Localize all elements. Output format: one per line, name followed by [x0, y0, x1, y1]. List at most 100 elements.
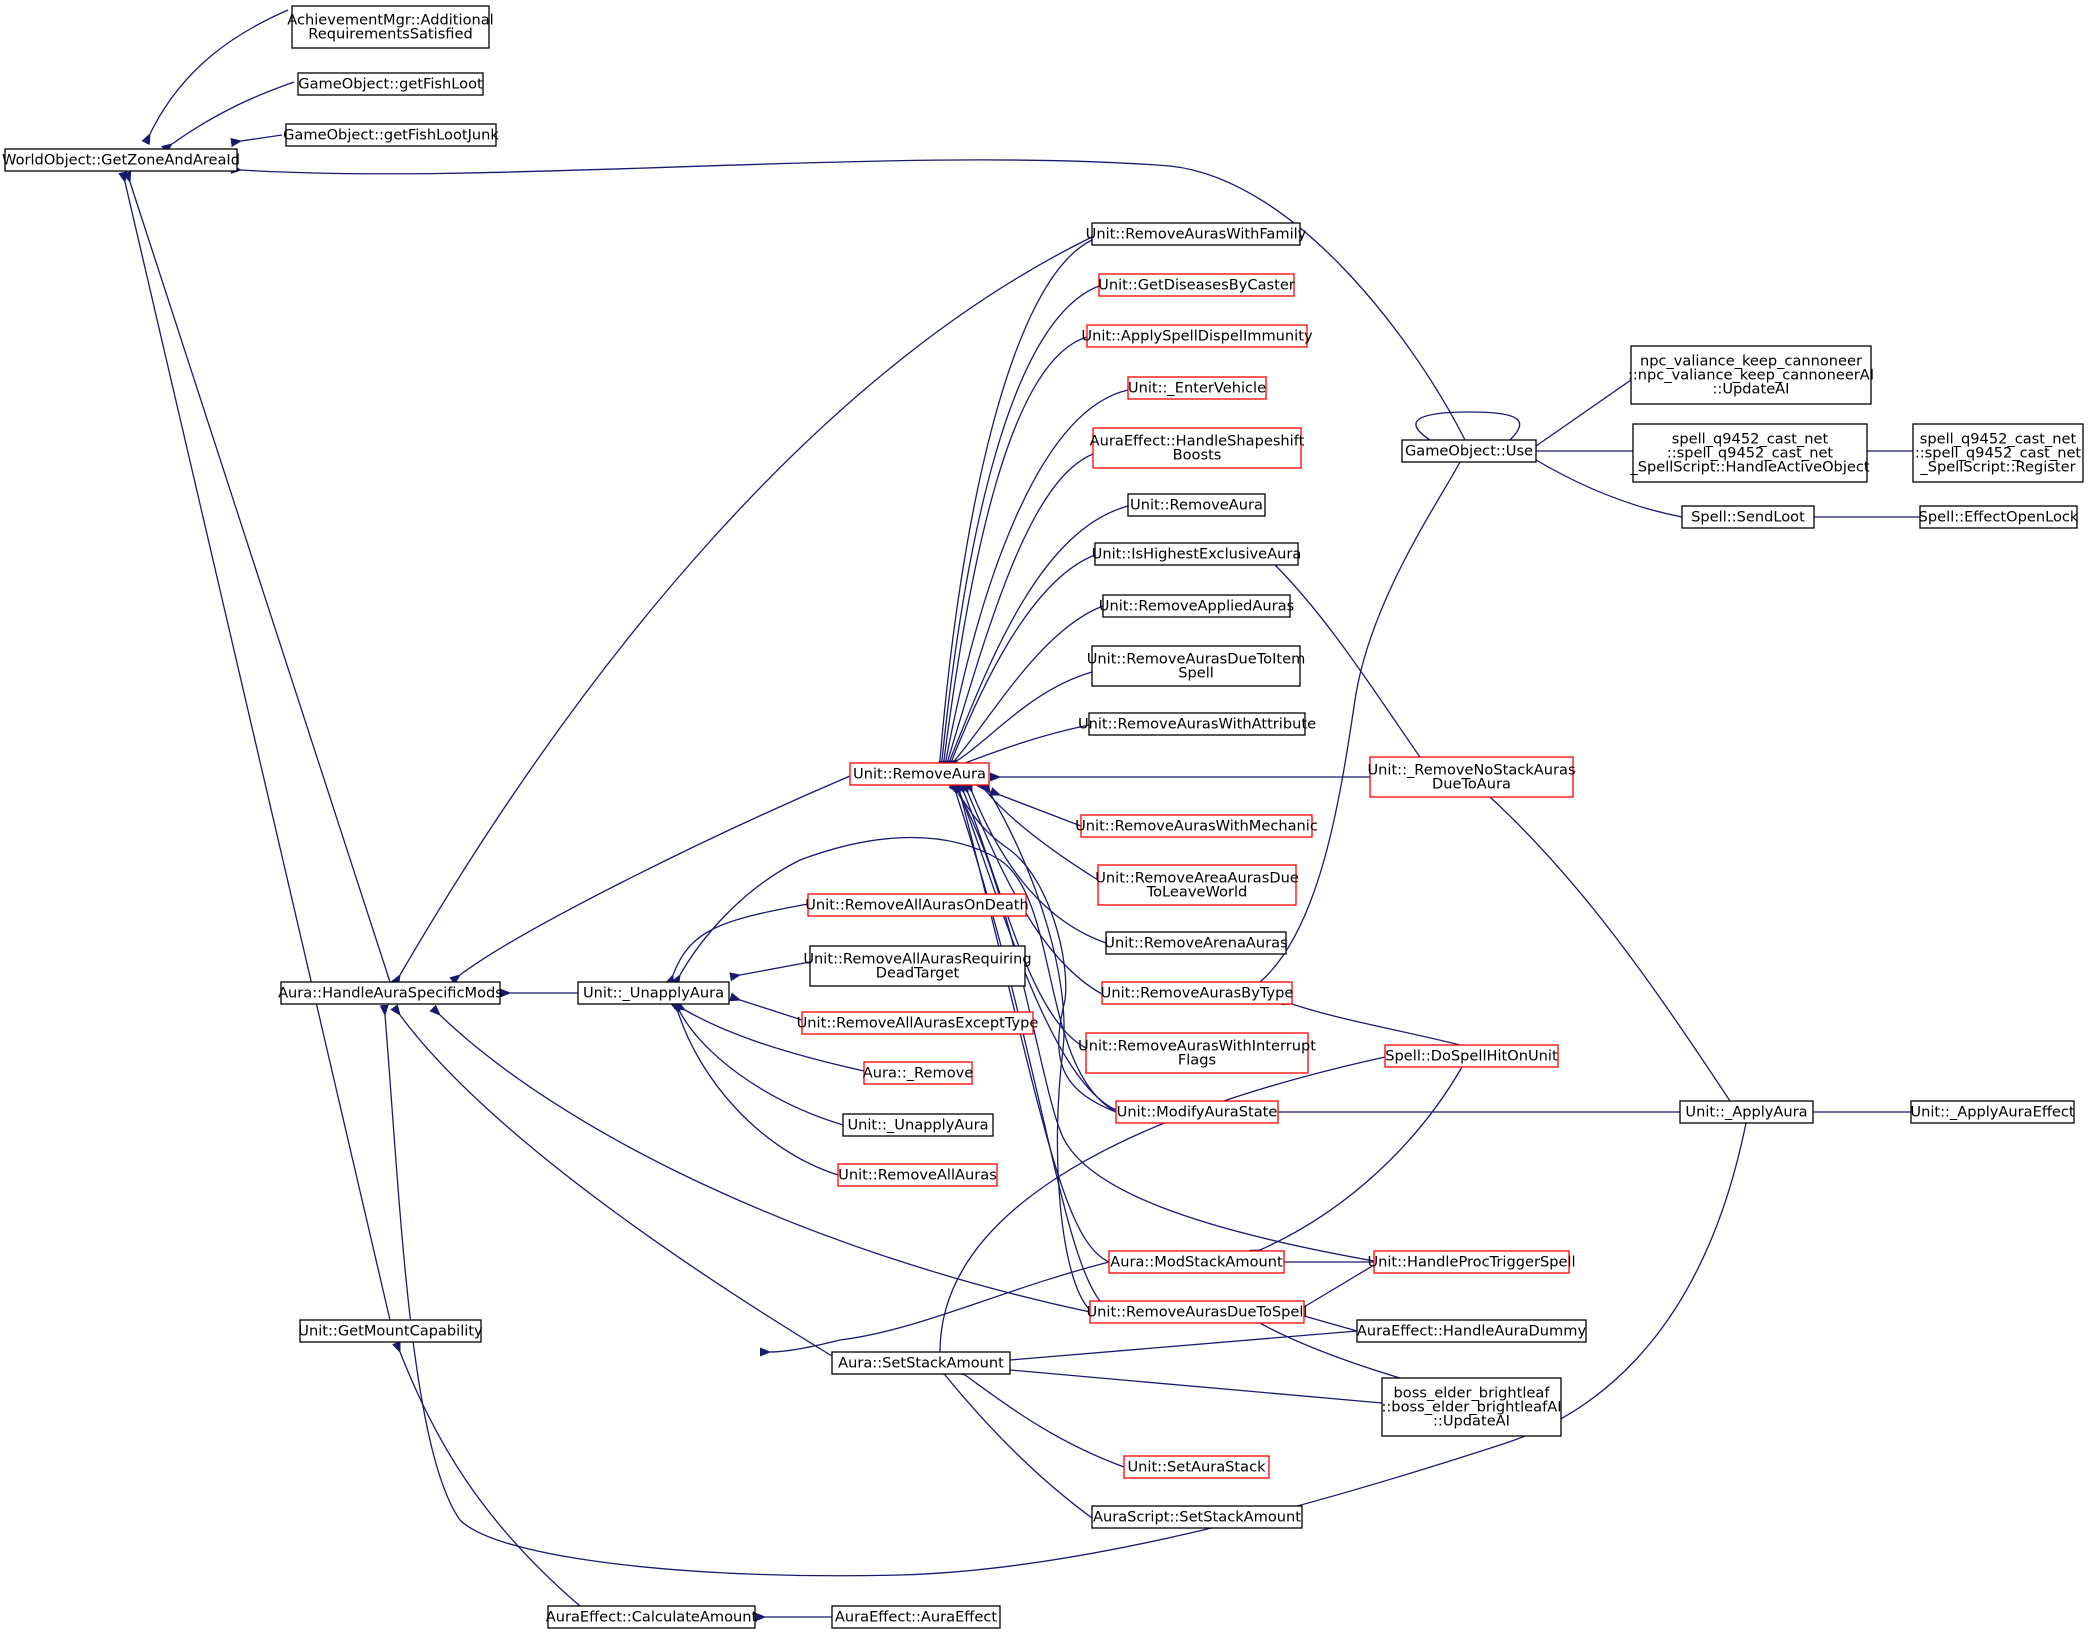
node-setaurastack[interactable]: Unit::SetAuraStack: [1123, 1455, 1270, 1479]
node-box: [801, 1011, 1034, 1035]
node-rm_mechanic[interactable]: Unit::RemoveAurasWithMechanic: [1075, 814, 1318, 838]
edge-from-dospellhit: [1260, 1066, 1463, 1250]
node-auraeffect[interactable]: AuraEffect::AuraEffect: [831, 1605, 1001, 1629]
node-gouse[interactable]: GameObject::Use: [1401, 439, 1537, 463]
node-label: ::spell_q9452_cast_net: [1667, 445, 1834, 462]
node-sendloot[interactable]: Spell::SendLoot: [1681, 505, 1815, 529]
node-fishjunk[interactable]: GameObject::getFishLootJunk: [283, 123, 499, 147]
node-box: [831, 1351, 1011, 1375]
node-rm_arena[interactable]: Unit::RemoveArenaAuras: [1104, 931, 1288, 955]
node-calcamt[interactable]: AuraEffect::CalculateAmount: [546, 1605, 758, 1629]
node-label: Spell::SendLoot: [1691, 509, 1805, 526]
node-label: Unit::_UnapplyAura: [847, 1117, 988, 1134]
node-label: Boosts: [1173, 447, 1222, 464]
node-fishloot[interactable]: GameObject::getFishLoot: [297, 72, 484, 96]
node-procspell[interactable]: Unit::HandleProcTriggerSpell: [1367, 1250, 1576, 1274]
node-label: spell_q9452_cast_net: [1672, 431, 1829, 448]
node-applyauraeffect[interactable]: Unit::_ApplyAuraEffect: [1910, 1100, 2075, 1124]
edge-from-rm_interrupt: [964, 793, 1087, 1049]
node-getdiseases[interactable]: Unit::GetDiseasesByCaster: [1098, 273, 1295, 297]
node-box: [1127, 493, 1266, 517]
edge-from-rm_attr: [965, 724, 1090, 763]
node-box: [285, 123, 497, 147]
node-label: Unit::_RemoveNoStackAuras: [1367, 762, 1575, 779]
node-scriptstack[interactable]: AuraScript::SetStackAmount: [1091, 1505, 1303, 1529]
edge-from-rm_all: [678, 1012, 839, 1176]
node-unapply2[interactable]: Unit::_UnapplyAura: [842, 1113, 994, 1137]
node-box: [1912, 423, 2084, 483]
node-auradummy[interactable]: AuraEffect::HandleAuraDummy: [1356, 1319, 1587, 1343]
node-rm_attr[interactable]: Unit::RemoveAurasWithAttribute: [1078, 712, 1316, 736]
node-label: Unit::_ApplyAuraEffect: [1910, 1104, 2074, 1121]
node-label: ToLeaveWorld: [1146, 884, 1248, 901]
edge-from-rm_deadtgt: [740, 961, 811, 975]
node-label: npc_valiance_keep_cannoneer: [1640, 353, 1862, 370]
node-rm_excepttype[interactable]: Unit::RemoveAllAurasExceptType: [797, 1011, 1039, 1035]
node-box: [842, 1113, 994, 1137]
node-handleaura[interactable]: Aura::HandleAuraSpecificMods: [278, 981, 503, 1005]
node-rm_applied[interactable]: Unit::RemoveAppliedAuras: [1099, 594, 1294, 618]
edge-from-removeaura2: [950, 505, 1129, 760]
node-box: [547, 1605, 756, 1629]
node-label: Unit::GetDiseasesByCaster: [1098, 277, 1295, 294]
node-entervehicle[interactable]: Unit::_EnterVehicle: [1127, 376, 1267, 400]
node-box: [1101, 981, 1293, 1005]
node-applyaura[interactable]: Unit::_ApplyAura: [1679, 1100, 1814, 1124]
edge-from-nostack: [1275, 565, 1421, 758]
node-unapply[interactable]: Unit::_UnapplyAura: [577, 981, 730, 1005]
node-dospellhit[interactable]: Spell::DoSpellHitOnUnit: [1384, 1044, 1559, 1068]
edge-from-rm_excepttype: [740, 1000, 803, 1021]
node-label: Unit::_ApplyAura: [1685, 1104, 1807, 1121]
edge-from-modstack: [770, 1261, 1110, 1352]
node-box: [831, 1605, 1001, 1629]
node-aura_remove[interactable]: Aura::_Remove: [863, 1061, 974, 1085]
node-removeaura[interactable]: Unit::RemoveAura: [849, 762, 990, 786]
node-setstack[interactable]: Aura::SetStackAmount: [831, 1351, 1011, 1375]
edge-from-setstack: [400, 1015, 833, 1357]
node-rm_duetospell[interactable]: Unit::RemoveAurasDueToSpell: [1087, 1300, 1308, 1324]
node-root[interactable]: WorldObject::GetZoneAndAreaId: [2, 148, 240, 172]
edge-from-rm_duetospell: [990, 793, 1091, 1311]
node-label: Unit::RemoveAura: [1130, 497, 1263, 514]
node-dispelimm[interactable]: Unit::ApplySpellDispelImmunity: [1081, 324, 1313, 348]
node-q9452reg[interactable]: spell_q9452_cast_net::spell_q9452_cast_n…: [1912, 423, 2084, 483]
edge-from-calcamt: [400, 1352, 581, 1607]
node-bossai[interactable]: boss_elder_brightleaf::boss_elder_bright…: [1381, 1377, 1562, 1437]
node-rm_family[interactable]: Unit::RemoveAurasWithFamily: [1086, 222, 1307, 246]
node-mountcap[interactable]: Unit::GetMountCapability: [298, 1319, 483, 1343]
node-label: Spell: [1178, 665, 1214, 682]
node-npcai[interactable]: npc_valiance_keep_cannoneer::npc_valianc…: [1628, 345, 1874, 405]
node-box: [1369, 756, 1574, 798]
node-rm_bytype[interactable]: Unit::RemoveAurasByType: [1101, 981, 1294, 1005]
node-ishighest[interactable]: Unit::IsHighestExclusiveAura: [1092, 542, 1302, 566]
node-box: [1089, 1300, 1305, 1324]
edge-from-applyaura: [1490, 797, 1731, 1102]
edge-from-rm_family: [400, 236, 1093, 975]
node-box: [4, 148, 238, 172]
node-modstate[interactable]: Unit::ModifyAuraState: [1115, 1100, 1279, 1124]
node-label: Unit::_EnterVehicle: [1128, 380, 1266, 397]
node-label: Unit::_UnapplyAura: [583, 985, 724, 1002]
node-label: Unit::RemoveAllAurasRequiring: [803, 951, 1031, 968]
node-removeaura2[interactable]: Unit::RemoveAura: [1127, 493, 1266, 517]
edge-from-setaurastack: [965, 1375, 1125, 1468]
node-rm_deathall[interactable]: Unit::RemoveAllAurasOnDeath: [805, 893, 1029, 917]
node-openlock[interactable]: Spell::EffectOpenLock: [1919, 505, 2079, 529]
node-label: AuraEffect::HandleAuraDummy: [1357, 1323, 1587, 1340]
edge-from-bossai: [1260, 1323, 1401, 1379]
node-label: ::UpdateAI: [1433, 1413, 1510, 1430]
node-achv[interactable]: AchievementMgr::AdditionalRequirementsSa…: [287, 5, 494, 49]
node-modstack[interactable]: Aura::ModStackAmount: [1108, 1250, 1285, 1274]
node-label: GameObject::getFishLootJunk: [283, 127, 499, 144]
node-rm_all[interactable]: Unit::RemoveAllAuras: [837, 1163, 998, 1187]
node-box: [1085, 1032, 1309, 1074]
node-box: [1080, 814, 1313, 838]
nodes-layer: WorldObject::GetZoneAndAreaId Achievement…: [2, 5, 2084, 1629]
node-q9452[interactable]: spell_q9452_cast_net::spell_q9452_cast_n…: [1629, 423, 1870, 483]
